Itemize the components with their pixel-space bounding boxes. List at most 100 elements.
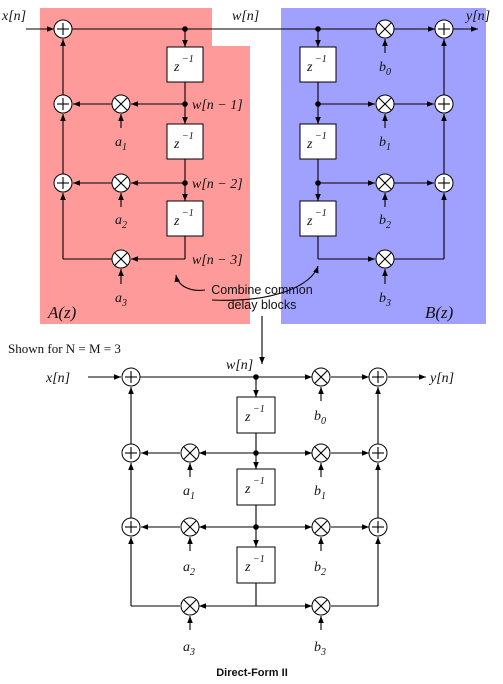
delay-block: z−1 <box>299 200 337 237</box>
multiplier-icon <box>180 443 200 463</box>
svg-text:z: z <box>306 214 313 229</box>
adder-icon <box>434 19 454 39</box>
svg-text:−1: −1 <box>253 554 265 565</box>
multiplier-icon <box>311 367 331 387</box>
svg-text:0: 0 <box>321 416 326 427</box>
delay-block: z−1 <box>299 46 337 83</box>
multiplier-icon <box>180 517 200 537</box>
delay-block: z−1 <box>236 546 276 584</box>
multiplier-icon <box>375 173 395 193</box>
bottom-output-label: y[n] <box>428 371 454 386</box>
svg-text:b: b <box>314 484 321 499</box>
adder-icon <box>434 94 454 114</box>
bottom-junctions <box>253 374 259 530</box>
top-w1-label: w[n − 1] <box>192 98 243 113</box>
multiplier-icon <box>180 596 200 616</box>
multiplier-icon <box>311 443 331 463</box>
svg-text:1: 1 <box>190 491 195 502</box>
svg-text:1: 1 <box>321 491 326 502</box>
diagram-title: Direct-Form II <box>216 667 288 679</box>
svg-text:2: 2 <box>122 220 127 231</box>
svg-text:z: z <box>173 137 180 152</box>
bottom-input-label: x[n] <box>45 371 70 386</box>
top-w2-label: w[n − 2] <box>192 177 243 192</box>
top-junctions <box>182 26 321 186</box>
svg-text:3: 3 <box>121 298 127 309</box>
adder-icon <box>121 367 141 387</box>
svg-text:2: 2 <box>190 567 195 578</box>
svg-text:z: z <box>244 482 251 497</box>
svg-text:3: 3 <box>320 647 326 658</box>
svg-text:−1: −1 <box>315 131 327 142</box>
top-state-label: w[n] <box>232 9 259 24</box>
adder-icon <box>368 517 388 537</box>
svg-text:−1: −1 <box>315 208 327 219</box>
svg-text:−1: −1 <box>253 476 265 487</box>
top-wires <box>26 26 478 364</box>
adder-icon <box>368 443 388 463</box>
delay-block: z−1 <box>166 46 204 83</box>
a-region-background <box>40 8 250 324</box>
multiplier-icon <box>311 517 331 537</box>
multiplier-icon <box>375 19 395 39</box>
svg-text:z: z <box>306 60 313 75</box>
adder-icon <box>434 173 454 193</box>
svg-text:b: b <box>314 409 321 424</box>
bottom-adders <box>121 367 388 537</box>
svg-text:3: 3 <box>385 298 391 309</box>
adder-icon <box>121 443 141 463</box>
bottom-delays: z−1 z−1 z−1 <box>236 396 276 584</box>
svg-text:b: b <box>379 60 386 75</box>
svg-text:a: a <box>183 484 190 499</box>
a-region-label: A(z) <box>47 303 77 322</box>
svg-text:1: 1 <box>386 142 391 153</box>
svg-text:0: 0 <box>386 67 391 78</box>
adder-icon <box>53 19 73 39</box>
svg-text:a: a <box>115 135 122 150</box>
delay-block: z−1 <box>299 123 337 160</box>
multiplier-icon <box>111 249 131 269</box>
delay-block: z−1 <box>236 468 276 506</box>
svg-text:−1: −1 <box>182 208 194 219</box>
delay-block: z−1 <box>166 200 204 237</box>
svg-text:z: z <box>244 410 251 425</box>
top-w3-label: w[n − 3] <box>192 253 243 268</box>
svg-text:−1: −1 <box>182 131 194 142</box>
adder-icon <box>368 367 388 387</box>
bottom-state-label: w[n] <box>226 358 253 373</box>
multiplier-icon <box>375 94 395 114</box>
svg-text:3: 3 <box>189 647 195 658</box>
top-b-adders <box>434 19 454 193</box>
adder-icon <box>121 517 141 537</box>
svg-text:z: z <box>244 560 251 575</box>
delay-block: z−1 <box>236 396 276 434</box>
svg-text:b: b <box>379 291 386 306</box>
svg-text:2: 2 <box>386 220 391 231</box>
top-a-multipliers <box>111 94 131 269</box>
top-a-adders <box>53 19 73 193</box>
bottom-multipliers <box>180 367 331 616</box>
annotation-line-2: delay blocks <box>228 298 297 312</box>
svg-text:1: 1 <box>122 142 127 153</box>
svg-text:a: a <box>115 291 122 306</box>
top-input-label: x[n] <box>1 9 26 24</box>
top-b-multipliers <box>375 19 395 269</box>
svg-text:z: z <box>173 60 180 75</box>
svg-text:a: a <box>115 213 122 228</box>
svg-text:z: z <box>173 214 180 229</box>
adder-icon <box>53 173 73 193</box>
svg-text:−1: −1 <box>315 54 327 65</box>
adder-icon <box>53 94 73 114</box>
svg-text:b: b <box>379 213 386 228</box>
delay-block: z−1 <box>166 123 204 160</box>
svg-text:2: 2 <box>321 567 326 578</box>
top-a-delays: z−1 z−1 z−1 <box>166 46 204 237</box>
bottom-wires <box>88 374 426 630</box>
svg-text:z: z <box>306 137 313 152</box>
multiplier-icon <box>111 94 131 114</box>
caption: Shown for N = M = 3 <box>8 341 121 356</box>
